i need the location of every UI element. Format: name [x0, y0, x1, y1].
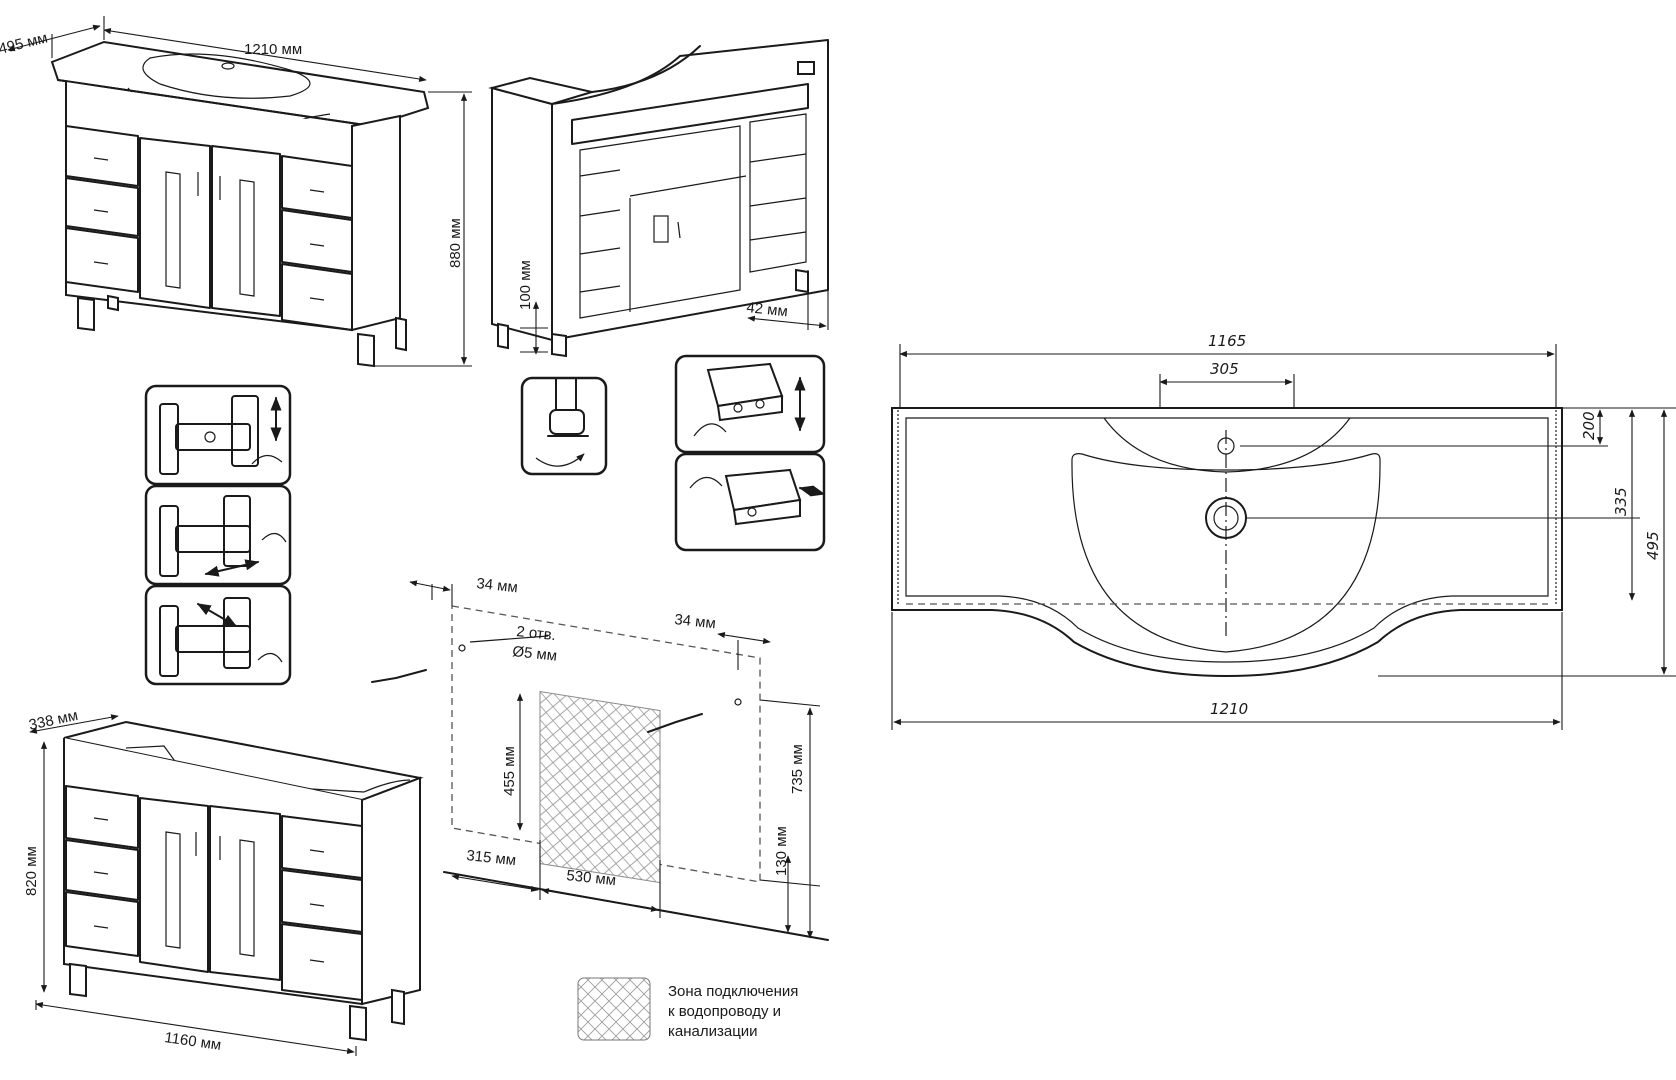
hinge-icon: [159, 495, 287, 577]
hinge-icon: [159, 597, 283, 677]
dim-zone-height: 455 мм: [501, 746, 518, 796]
cabinet-body-view: [29, 714, 424, 1056]
legend-text-2: к водопроводу и: [668, 1003, 781, 1020]
basin-top-view: [891, 344, 1676, 730]
dim-left-margin: 34 мм: [476, 575, 519, 596]
cabinet-open-view: [488, 39, 829, 358]
legend-text-1: Зона подключения: [668, 983, 798, 1000]
dim-body-height: 820 мм: [23, 846, 40, 896]
dim-cabinet-depth: 495 мм: [0, 29, 49, 58]
bracket-icon: [693, 362, 806, 437]
dim-body-depth: 338 мм: [27, 707, 79, 734]
dim-left-offset: 315 мм: [466, 847, 517, 869]
leg-adjust-panel: [520, 376, 608, 476]
dim-basin-drain-depth: 335: [1612, 487, 1630, 516]
dim-basin-hole-depth: 200: [1580, 411, 1598, 440]
dim-basin-inner-width: 1165: [1208, 332, 1246, 350]
dim-basin-tap-width: 305: [1210, 360, 1239, 378]
dim-floor-offset: 130 мм: [773, 826, 790, 876]
hinge-adjust-panels: [144, 384, 292, 686]
legend: [577, 977, 651, 1041]
dim-total-height: 735 мм: [789, 744, 806, 794]
dim-basin-depth: 495: [1644, 531, 1662, 560]
dim-plinth: 100 мм: [517, 260, 534, 310]
wall-install-scheme: [371, 580, 829, 941]
legend-swatch: [577, 977, 651, 1041]
legend-text-3: канализации: [668, 1023, 758, 1040]
mount-bracket-panels: [674, 354, 826, 552]
dim-cabinet-width: 1210 мм: [244, 41, 302, 58]
dim-right-margin: 34 мм: [674, 611, 717, 632]
dim-offset: 42 мм: [746, 299, 789, 320]
dim-cabinet-height: 880 мм: [447, 218, 464, 268]
cabinet-with-basin-view: [7, 16, 472, 368]
bracket-icon: [689, 468, 826, 526]
hinge-icon: [159, 395, 283, 475]
holes-count: 2 отв.: [516, 623, 557, 644]
dim-zone-width: 530 мм: [566, 867, 617, 889]
dim-body-width: 1160 мм: [163, 1029, 222, 1054]
holes-diameter: Ø5 мм: [512, 643, 558, 665]
dim-basin-width: 1210: [1210, 700, 1248, 718]
